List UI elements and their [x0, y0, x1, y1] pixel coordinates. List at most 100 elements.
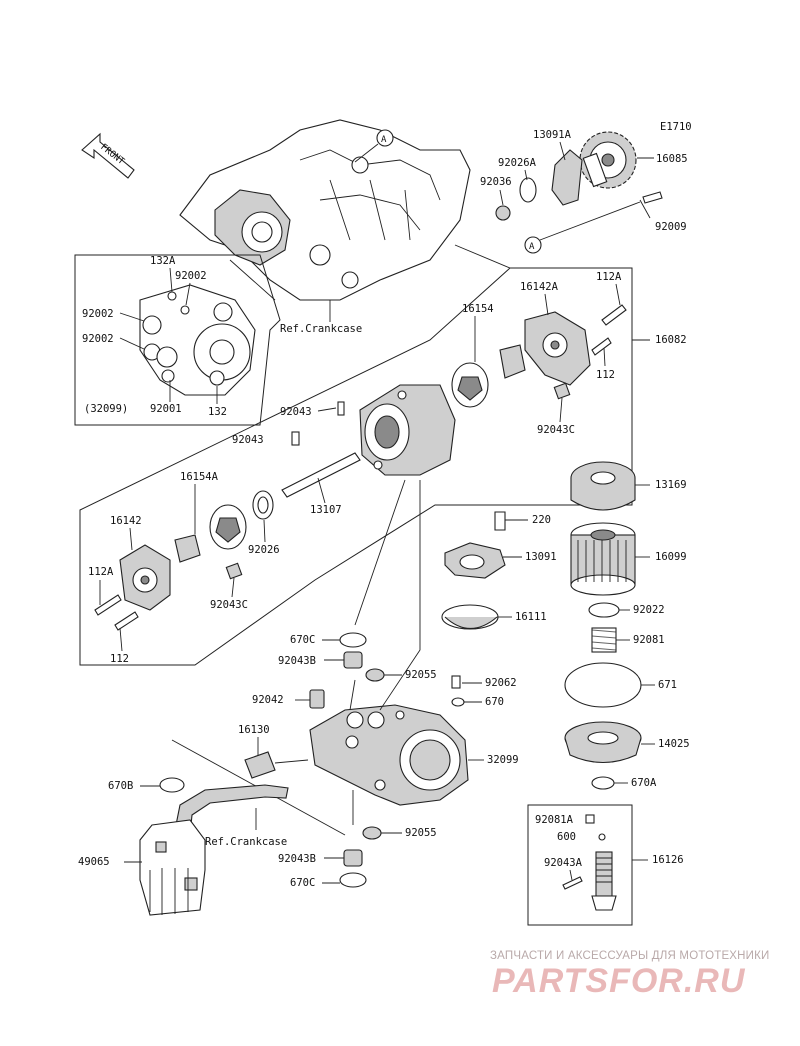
- relief-valve-box: [527, 804, 633, 926]
- pump-body: [359, 384, 456, 476]
- diagram-code: E1710: [660, 121, 692, 133]
- label-16142a: 16142A: [520, 281, 559, 293]
- front-arrow-icon: FRONT: [81, 132, 135, 179]
- pin-92043c-top: [553, 382, 571, 400]
- filter-cap-13169: [570, 461, 636, 511]
- label-92043b-bottom: 92043B: [278, 853, 316, 865]
- label-16154: 16154: [462, 303, 494, 315]
- label-92022: 92022: [633, 604, 665, 616]
- pump-assembly-box: [79, 267, 633, 666]
- label-92043b-top: 92043B: [278, 655, 316, 667]
- label-16130: 16130: [238, 724, 270, 736]
- label-671: 671: [658, 679, 677, 691]
- label-13091: 13091: [525, 551, 557, 563]
- label-92043c-top: 92043C: [537, 424, 575, 436]
- washer-92022: [588, 602, 620, 618]
- marker-a-bottom: [524, 236, 542, 254]
- label-13107: 13107: [310, 504, 342, 516]
- pump-cover-16142a: [524, 311, 591, 386]
- collar-92042: [309, 689, 325, 709]
- label-49065: 49065: [78, 856, 110, 868]
- label-92055-bottom: 92055: [405, 827, 437, 839]
- label-670c-bottom: 670C: [290, 877, 315, 889]
- label-112-left: 112: [110, 653, 129, 665]
- label-92002-a: 92002: [175, 270, 207, 282]
- inset-label: (32099): [84, 403, 128, 415]
- label-13169: 13169: [655, 479, 687, 491]
- collar-92043b-top: [343, 651, 363, 669]
- label-14025: 14025: [658, 738, 690, 750]
- label-92042: 92042: [252, 694, 284, 706]
- o-ring-671: [564, 662, 642, 708]
- ref-crankcase-bottom: Ref.Crankcase: [205, 836, 287, 848]
- label-92043c-left: 92043C: [210, 599, 248, 611]
- label-16111: 16111: [515, 611, 547, 623]
- o-ring-670: [451, 697, 465, 707]
- pin-92043a: [562, 876, 583, 890]
- rotor-16154: [451, 344, 526, 408]
- label-13091a: 13091A: [533, 129, 572, 141]
- label-92002-b: 92002: [82, 308, 114, 320]
- pump-cover-16142: [119, 544, 171, 611]
- label-670b: 670B: [108, 780, 133, 792]
- label-16085: 16085: [656, 153, 688, 165]
- relief-valve-16126: [591, 851, 617, 911]
- label-92081: 92081: [633, 634, 665, 646]
- filter-cover-14025: [564, 721, 642, 763]
- label-112a-top: 112A: [596, 271, 622, 283]
- marker-a-top-label: A: [381, 135, 387, 145]
- screw-92009: [642, 191, 663, 204]
- label-92026: 92026: [248, 544, 280, 556]
- label-92043a: 92043A: [544, 857, 583, 869]
- label-16154a: 16154A: [180, 471, 219, 483]
- bolt-112-left: [114, 611, 139, 631]
- label-16099: 16099: [655, 551, 687, 563]
- spring-92081a: [585, 814, 595, 824]
- shaft-13107: [281, 452, 361, 498]
- bolt-112-top: [591, 337, 612, 356]
- label-92081a: 92081A: [535, 814, 574, 826]
- circlip-92036: [495, 205, 511, 221]
- plate-13091a: [551, 149, 583, 206]
- inset-drawing: [139, 284, 256, 396]
- bolt-112a-top: [601, 304, 627, 326]
- label-220: 220: [532, 514, 551, 526]
- label-112a-left: 112A: [88, 566, 114, 578]
- label-670c-top: 670C: [290, 634, 315, 646]
- washer-92026a: [519, 177, 537, 203]
- bolt-112a-left: [94, 594, 122, 616]
- label-92043-b: 92043: [232, 434, 264, 446]
- nozzle-16130: [244, 751, 276, 779]
- marker-a-top: [376, 129, 394, 147]
- ref-crankcase-top: Ref.Crankcase: [280, 323, 362, 335]
- label-92002-c: 92002: [82, 333, 114, 345]
- o-ring-670c-top: [339, 632, 367, 648]
- screw-220: [494, 511, 506, 531]
- label-92026a: 92026A: [498, 157, 537, 169]
- collar-92043b-bottom: [343, 849, 363, 867]
- o-ring-670c-bottom: [339, 872, 367, 888]
- washer-92055-top: [365, 668, 385, 682]
- label-92062: 92062: [485, 677, 517, 689]
- oil-filter-16099: [570, 522, 636, 596]
- marker-a-bottom-label: A: [529, 242, 535, 252]
- pin-92062: [451, 675, 461, 689]
- label-132: 132: [208, 406, 227, 418]
- label-600: 600: [557, 831, 576, 843]
- o-ring-670b: [159, 777, 185, 793]
- pump-housing-32099: [309, 704, 469, 806]
- label-92036: 92036: [480, 176, 512, 188]
- o-ring-670a: [591, 776, 615, 790]
- label-92009: 92009: [655, 221, 687, 233]
- label-16126: 16126: [652, 854, 684, 866]
- rotor-16154a: [174, 504, 247, 563]
- pin-92043-b: [291, 431, 300, 446]
- watermark-logo: PARTSFOR.RU: [492, 962, 746, 1000]
- crankcase-drawing: [179, 119, 471, 301]
- spring-92081: [591, 627, 617, 653]
- ball-600: [598, 833, 606, 841]
- washer-92055-bottom: [362, 826, 382, 840]
- inset-box: [74, 254, 281, 426]
- label-92043-a: 92043: [280, 406, 312, 418]
